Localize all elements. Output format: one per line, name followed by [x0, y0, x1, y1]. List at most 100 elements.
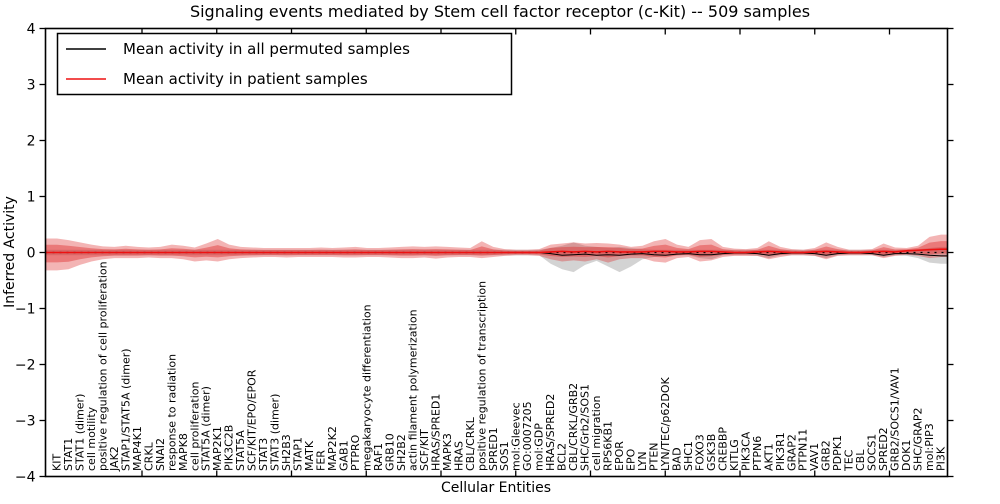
- x-tick-label: GRB10: [383, 433, 396, 471]
- x-tick-label: PTEN: [647, 442, 660, 471]
- x-tick-label: HRAS/SPRED1: [429, 394, 442, 471]
- y-tick-label: −1: [15, 302, 36, 318]
- x-tick-label: PTPN11: [797, 429, 810, 471]
- legend: Mean activity in all permuted samples Me…: [56, 32, 513, 96]
- y-tick-label: −4: [15, 470, 36, 486]
- y-axis-label: Inferred Activity: [2, 196, 18, 308]
- x-tick-label: megakaryocyte differentiation: [360, 304, 373, 471]
- y-tick-label: 0: [27, 246, 36, 262]
- x-tick-label: MAP2K1: [211, 426, 224, 471]
- x-tick-label: GRB2: [820, 440, 833, 471]
- x-tick-label: MAPK8: [177, 433, 190, 471]
- x-tick-label: FOXO3: [693, 434, 706, 471]
- x-tick-label: SHC1: [682, 441, 695, 471]
- x-tick-label: MAP4K1: [131, 426, 144, 471]
- x-tick-label: LYN/TEC/p62DOK: [659, 377, 672, 471]
- legend-box: [56, 32, 513, 96]
- x-tick-label: PI3K: [935, 446, 948, 471]
- x-tick-label: SPRED2: [877, 427, 890, 471]
- x-tick-label: STAT3: [257, 438, 270, 471]
- x-tick-label: GRB2/SOCS1/VAV1: [889, 367, 902, 471]
- x-tick-label: PIK3C2B: [223, 425, 236, 471]
- x-tick-label: SCF/KIT: [418, 429, 431, 471]
- x-tick-label: BAD: [670, 447, 683, 471]
- y-tick-label: 3: [27, 78, 36, 94]
- y-tick-label: 2: [27, 134, 36, 150]
- x-tick-label: positive regulation of transcription: [475, 281, 488, 471]
- x-tick-label: SH2B2: [395, 434, 408, 471]
- plot-frame: [44, 27, 949, 478]
- x-tick-label: DOK1: [900, 440, 913, 471]
- y-tick-label: 1: [27, 190, 36, 206]
- chart-title: Signaling events mediated by Stem cell f…: [190, 2, 810, 21]
- x-tick-label: STAT5A (dimer): [200, 386, 213, 471]
- x-tick-label: SHC/GRAP2: [912, 407, 925, 471]
- x-tick-label: mol:Gleevec: [510, 402, 523, 471]
- x-tick-label: HRAS: [452, 441, 465, 471]
- x-tick-label: STAT1: [62, 438, 75, 471]
- x-tick-label: AKT1: [762, 443, 775, 471]
- legend-label-permuted: Mean activity in all permuted samples: [123, 40, 410, 58]
- x-tick-label: STAP1: [292, 437, 305, 471]
- x-tick-label: PTPRO: [349, 434, 362, 471]
- x-tick-label: STAT1 (dimer): [73, 394, 86, 471]
- x-tick-label: RAF1: [372, 443, 385, 471]
- x-tick-label: SPRED1: [487, 427, 500, 471]
- x-tick-label: RPS6KB1: [602, 421, 615, 471]
- x-tick-label: SNAI2: [154, 438, 167, 471]
- x-tick-label: CREBBP: [716, 427, 729, 471]
- x-tick-label: PIK3R1: [774, 432, 787, 471]
- x-tick-label: response to radiation: [165, 354, 178, 471]
- x-tick-label: STAT3 (dimer): [269, 394, 282, 471]
- y-tick-label: 4: [27, 22, 36, 38]
- x-tick-label: SHC/Grb2/SOS1: [579, 384, 592, 471]
- x-tick-label: GSK3B: [705, 434, 718, 471]
- x-tick-label: LYN: [636, 451, 649, 471]
- legend-label-patient: Mean activity in patient samples: [123, 70, 368, 88]
- x-tick-label: HRAS/SPRED2: [544, 394, 557, 471]
- x-axis-label: Cellular Entities: [441, 480, 551, 496]
- y-tick-label: −2: [15, 358, 36, 374]
- x-tick-label: SOS1: [498, 441, 511, 471]
- x-tick-label: MATK: [303, 440, 316, 471]
- x-tick-label: EPOR: [613, 441, 626, 471]
- x-tick-label: positive regulation of cell proliferatio…: [96, 261, 109, 471]
- x-tick-label: GAB1: [338, 440, 351, 471]
- x-tick-label: cell migration: [590, 395, 603, 471]
- x-tick-label: GO:0007205: [521, 401, 534, 471]
- x-tick-label: JAK2: [108, 446, 121, 472]
- x-tick-label: cell motility: [85, 406, 98, 471]
- x-tick-label: CBL/CRKL: [464, 416, 477, 471]
- x-tick-label: BCL2: [556, 443, 569, 471]
- x-tick-label: VAV1: [808, 443, 821, 471]
- y-tick-label: −3: [15, 414, 36, 430]
- x-tick-label: PIK3CA: [739, 431, 752, 471]
- x-tick-label: FER: [315, 450, 328, 471]
- x-tick-label: MAP2K2: [326, 426, 339, 471]
- x-tick-label: actin filament polymerization: [406, 309, 419, 471]
- x-tick-label: SOCS1: [866, 434, 879, 471]
- x-tick-label: KIT: [51, 454, 64, 471]
- x-tick-label: EPO: [625, 448, 638, 471]
- x-tick-label: KITLG: [728, 439, 741, 471]
- x-tick-label: mol:GDP: [533, 423, 546, 471]
- permuted-band: [45, 242, 948, 273]
- x-tick-label: CBL/CRKL/GRB2: [567, 383, 580, 471]
- y-tick-labels: 4 3 2 1 0 −1 −2 −3 −4: [15, 22, 36, 486]
- x-tick-label: MAPK3: [441, 433, 454, 471]
- x-tick-label: SH2B3: [280, 434, 293, 471]
- x-tick-label: CRKL: [142, 441, 155, 471]
- x-tick-label: STAP1/STAT5A (dimer): [119, 348, 132, 471]
- x-tick-label: PTPN6: [751, 436, 764, 471]
- x-tick-label: TEC: [843, 449, 856, 472]
- x-tick-label: GRAP2: [785, 434, 798, 471]
- x-tick-label: PDPK1: [831, 435, 844, 471]
- x-tick-label: CBL: [854, 449, 867, 471]
- x-tick-label: mol:PIP3: [923, 423, 936, 471]
- patient-mean-line: [45, 248, 948, 254]
- x-tick-label: cell proliferation: [188, 381, 201, 471]
- x-tick-label: SCF/KIT/EPO/EPOR: [246, 369, 259, 471]
